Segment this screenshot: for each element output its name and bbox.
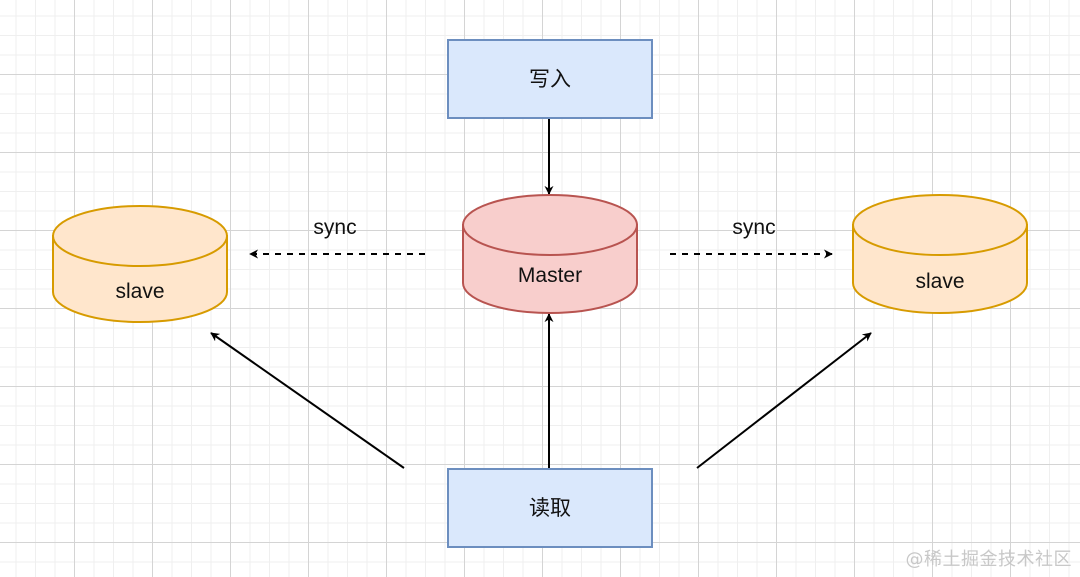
edge-label-sync-left: sync	[313, 216, 356, 239]
node-slave-left: slave	[52, 205, 228, 323]
node-slave-left-label: slave	[115, 280, 164, 303]
node-read-box	[447, 468, 653, 548]
edge-read-to-slave-right	[696, 332, 872, 469]
edge-read-to-slave-left	[210, 332, 405, 469]
node-master-top	[462, 194, 638, 256]
edge-label-sync-right: sync	[732, 216, 775, 239]
node-read-label: 读取	[529, 497, 571, 520]
node-read: 读取	[447, 468, 653, 548]
node-write: 写入	[447, 39, 653, 119]
watermark: @稀土掘金技术社区	[905, 549, 1072, 570]
node-master-label: Master	[518, 264, 582, 287]
node-write-box	[447, 39, 653, 119]
edges: sync sync	[210, 119, 872, 469]
node-write-label: 写入	[529, 68, 571, 91]
node-slave-right: slave	[852, 194, 1028, 314]
node-slave-left-top	[52, 205, 228, 267]
node-master: Master	[462, 194, 638, 314]
node-slave-right-top	[852, 194, 1028, 256]
node-slave-right-label: slave	[915, 270, 964, 293]
